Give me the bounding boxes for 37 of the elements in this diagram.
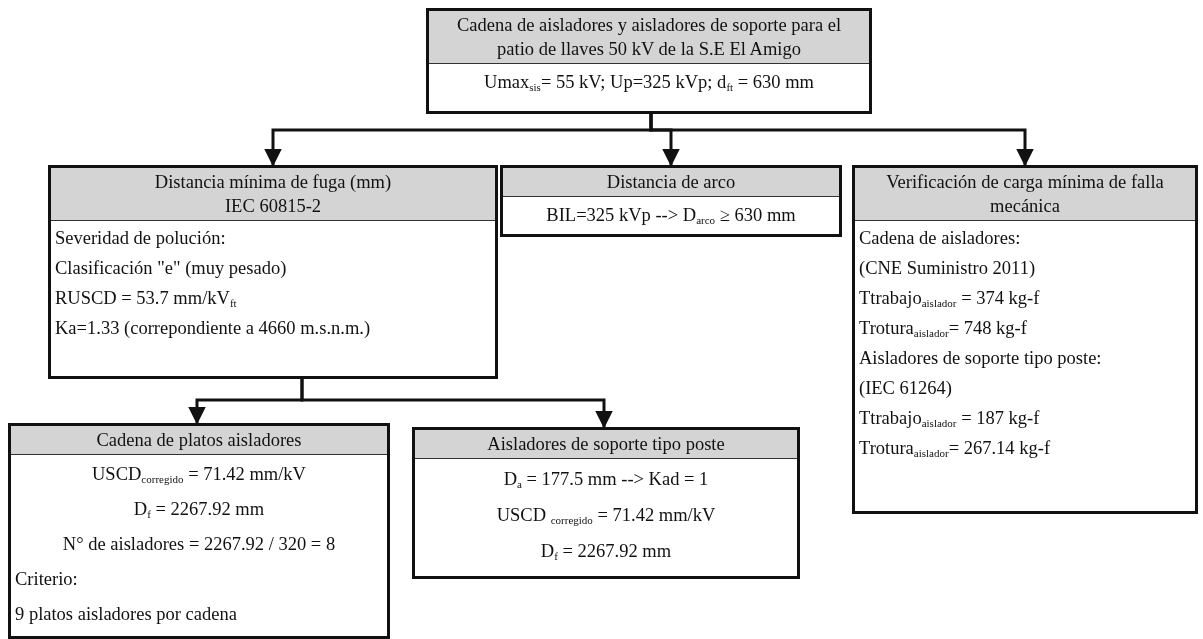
body-text: 9 platos aisladores por cadena	[15, 603, 238, 627]
body-text: N° de aisladores = 2267.92 / 320 = 8	[61, 533, 337, 557]
body-text: Criterio:	[15, 568, 79, 592]
body-text: Trotura$_{aislador}$= 267.14 kg-f	[859, 437, 1052, 462]
body-text: Cadena de aisladores:	[859, 227, 1022, 251]
body-text: RUSCD = 53.7 mm/kV$_{ft}$	[55, 287, 238, 312]
body-text: (CNE Suministro 2011)	[859, 257, 1037, 281]
body-text: BIL=325 kVp --> D$_{arco}$ ≥ 630 mm	[545, 204, 797, 229]
box-title: IEC 60815-2	[223, 195, 323, 219]
body-text: Severidad de polución:	[55, 227, 227, 251]
arrow	[300, 379, 613, 429]
box-title: Cadena de aisladores y aisladores de soporte para el patio de llaves 50 kV de la S.E El Amigo	[455, 14, 843, 62]
body-text: Ttrabajo$_{aislador}$ = 374 kg-f	[859, 287, 1041, 312]
body-text: Ttrabajo$_{aislador}$ = 187 kg-f	[859, 407, 1041, 432]
body-text: (IEC 61264)	[859, 377, 953, 401]
body-text: D$_{f}$ = 2267.92 mm	[132, 498, 266, 523]
process-box	[852, 165, 1198, 514]
process-box	[500, 165, 842, 237]
process-box	[426, 8, 872, 114]
box-title: Aisladores de soporte tipo poste	[486, 433, 726, 456]
body-text: D$_{a}$ = 177.5 mm --> Kad = 1	[502, 468, 710, 493]
box-title: Distancia mínima de fuga (mm)	[153, 171, 393, 194]
body-text: Aisladores de soporte tipo poste:	[859, 347, 1103, 371]
arrow	[649, 114, 1034, 167]
box-title: Distancia de arco	[605, 171, 737, 194]
process-box	[48, 165, 498, 379]
box-title: Verificación de carga mínima de falla mecánica	[885, 171, 1165, 219]
body-text: USCD$_{corregido}$ = 71.42 mm/kV	[91, 463, 307, 488]
process-box	[8, 423, 390, 639]
body-text: Trotura$_{aislador}$= 748 kg-f	[859, 317, 1028, 342]
process-box	[412, 427, 800, 579]
body-text: D$_{f}$ = 2267.92 mm	[539, 540, 673, 565]
body-text: Umax$_{sis}$= 55 kV; Up=325 kVp; d$_{ft}$ = 630 mm	[483, 71, 815, 96]
body-text: Ka=1.33 (correpondiente a 4660 m.s.n.m.)	[55, 317, 372, 341]
box-title: Cadena de platos aisladores	[95, 429, 303, 452]
body-text: USCD $_{corregido}$ = 71.42 mm/kV	[495, 504, 717, 529]
body-text: Clasificación "e" (muy pesado)	[55, 257, 288, 281]
